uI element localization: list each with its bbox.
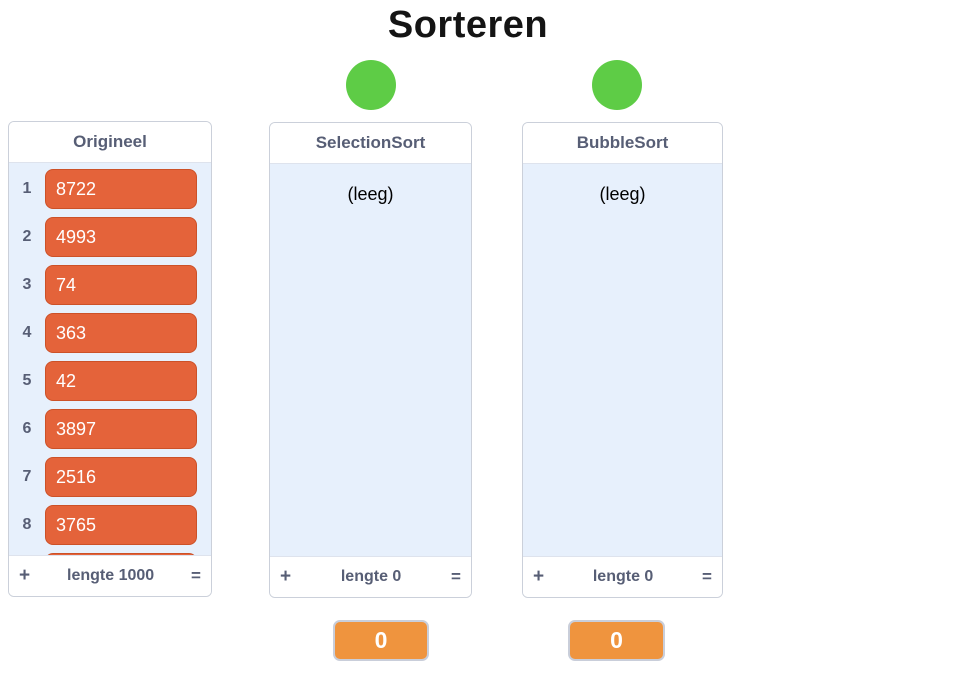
list-item-value[interactable]: 2516 xyxy=(45,457,197,497)
list-item-index: 7 xyxy=(22,468,32,485)
resize-handle[interactable]: = xyxy=(702,567,712,586)
list-body: 1 8722 2 4993 3 74 4 363 5 42 6 3897 7 2516 8 3765 xyxy=(9,163,211,555)
list-item-row xyxy=(9,553,197,555)
list-title: Origineel xyxy=(73,132,147,151)
add-item-button[interactable]: + xyxy=(533,566,545,587)
list-item-value[interactable]: 363 xyxy=(45,313,197,353)
list-item-index: 4 xyxy=(22,324,32,341)
list-item-value[interactable]: 3897 xyxy=(45,409,197,449)
list-length-label: lengte 1000 xyxy=(67,567,155,584)
list-item-index: 1 xyxy=(22,180,32,197)
list-item-row: 8 3765 xyxy=(9,505,197,545)
list-length-label: lengte 0 xyxy=(592,568,654,585)
list-item-row: 6 3897 xyxy=(9,409,197,449)
list-item-row: 4 363 xyxy=(9,313,197,353)
list-item-value[interactable]: 4993 xyxy=(45,217,197,257)
list-footer: + lengte 0 = xyxy=(523,556,722,597)
list-item-value[interactable]: 8722 xyxy=(45,169,197,209)
list-title: SelectionSort xyxy=(315,133,426,152)
list-item-index: 8 xyxy=(22,516,32,533)
add-item-button[interactable]: + xyxy=(19,565,31,586)
list-item-index: 6 xyxy=(22,420,32,437)
list-header: BubbleSort xyxy=(523,123,722,164)
list-item-value[interactable]: 74 xyxy=(45,265,197,305)
list-title: BubbleSort xyxy=(576,133,669,152)
list-item-row: 1 8722 xyxy=(9,169,197,209)
resize-handle[interactable]: = xyxy=(191,566,201,585)
list-monitor-bubblesort: BubbleSort (leeg) + lengte 0 = xyxy=(522,122,723,598)
list-item-row: 3 74 xyxy=(9,265,197,305)
variable-value: 0 xyxy=(610,627,623,653)
list-item-row: 5 42 xyxy=(9,361,197,401)
list-monitor-origineel: Origineel 1 8722 2 4993 3 74 4 363 5 42 6 3897 7 2516… xyxy=(8,121,212,597)
list-body: (leeg) xyxy=(270,164,471,556)
green-dot-button-2[interactable] xyxy=(592,60,642,110)
empty-list-label: (leeg) xyxy=(599,184,646,204)
list-item-index: 2 xyxy=(22,228,32,245)
list-monitor-selectionsort: SelectionSort (leeg) + lengte 0 = xyxy=(269,122,472,598)
green-dot-button-1[interactable] xyxy=(346,60,396,110)
list-body: (leeg) xyxy=(523,164,722,556)
list-header: SelectionSort xyxy=(270,123,471,164)
list-footer: + lengte 1000 = xyxy=(9,555,211,596)
list-item-index: 5 xyxy=(22,372,32,389)
resize-handle[interactable]: = xyxy=(451,567,461,586)
variable-display-selectionsort[interactable]: 0 xyxy=(333,620,429,661)
list-item-value[interactable]: 3765 xyxy=(45,505,197,545)
variable-display-bubblesort[interactable]: 0 xyxy=(568,620,665,661)
list-item-row: 2 4993 xyxy=(9,217,197,257)
list-footer: + lengte 0 = xyxy=(270,556,471,597)
list-item-row: 7 2516 xyxy=(9,457,197,497)
variable-value: 0 xyxy=(374,627,388,653)
page-title: Sorteren xyxy=(387,4,549,46)
add-item-button[interactable]: + xyxy=(280,566,292,587)
list-item-index: 3 xyxy=(22,276,32,293)
list-header: Origineel xyxy=(9,122,211,163)
list-length-label: lengte 0 xyxy=(340,568,402,585)
empty-list-label: (leeg) xyxy=(347,184,394,204)
list-item-value[interactable]: 42 xyxy=(45,361,197,401)
